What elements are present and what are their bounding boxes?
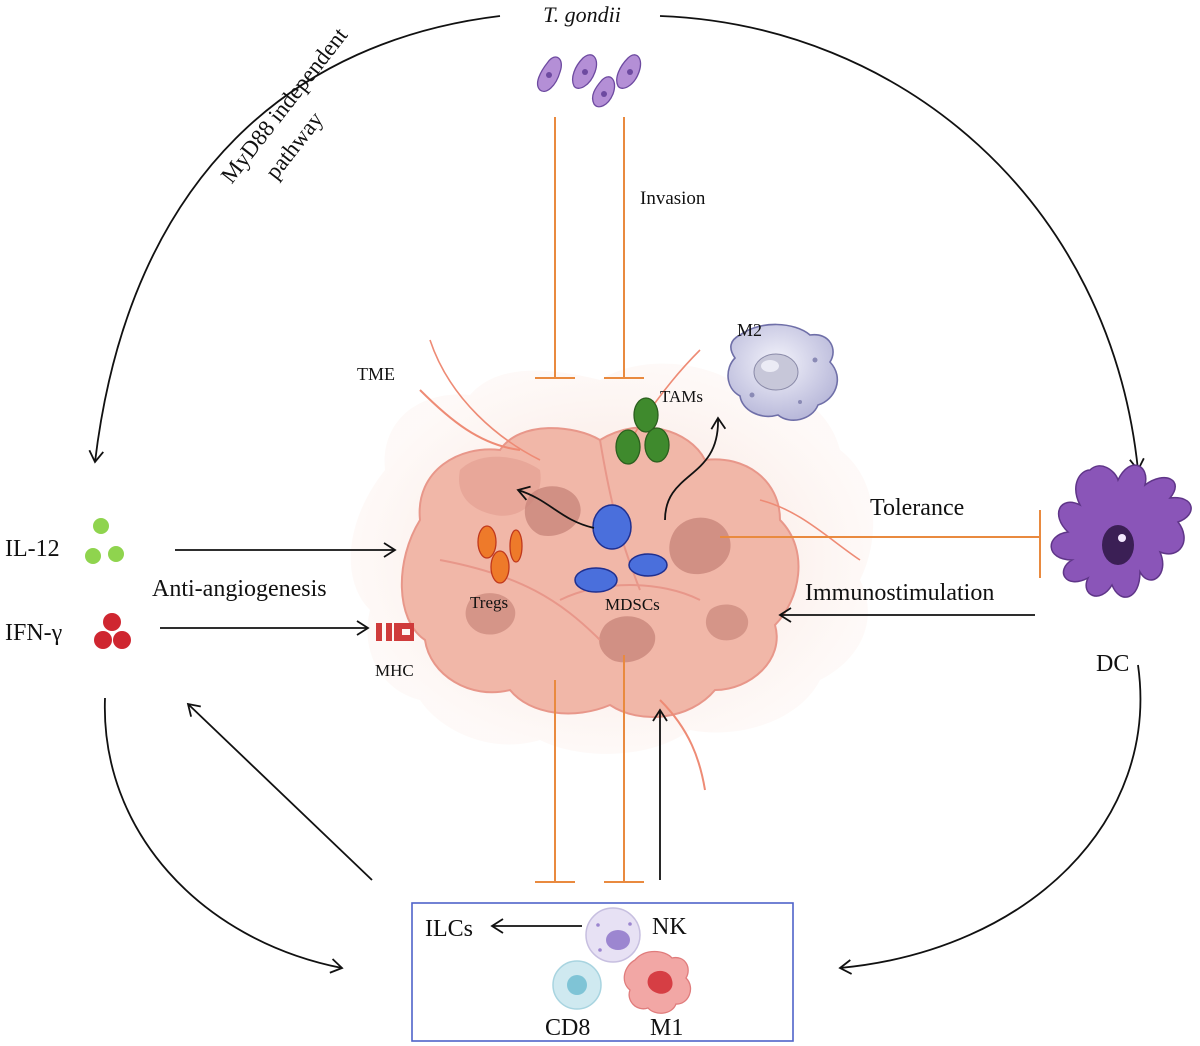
m2-label: M2	[737, 320, 762, 340]
tme-fibers	[419, 339, 861, 791]
ifng-icon	[94, 613, 131, 649]
immune-cells-box	[411, 902, 794, 1042]
tumor-inhibits-immune-1	[535, 680, 575, 883]
cd8-label: CD8	[545, 1015, 590, 1041]
ifng-label: IFN-γ	[5, 620, 63, 646]
tumor-mass	[350, 363, 874, 754]
invasion-inhibition	[535, 117, 644, 379]
immunostimulation-label: Immunostimulation	[805, 580, 994, 606]
tumor-cell-nucleus	[465, 593, 516, 635]
dc-cell	[1050, 464, 1192, 598]
m2-macrophage	[727, 323, 839, 421]
t-gondii-parasites	[536, 54, 642, 108]
tme-label: TME	[357, 364, 395, 384]
il12-icon	[85, 518, 124, 564]
mdsc-to-tregs-arrow	[516, 485, 595, 529]
tams-label: TAMs	[660, 387, 703, 406]
tumor-cell-nucleus	[599, 616, 656, 663]
mdscs-cells	[574, 504, 668, 593]
tumor-cell-membrane	[559, 584, 701, 601]
cytokine-to-immune-arrow	[104, 697, 344, 974]
nk-cell	[585, 907, 641, 963]
tumor-cell-membrane	[439, 559, 601, 641]
tumor-cell-nucleus	[459, 456, 541, 516]
tgondii-to-dc-arrow	[659, 15, 1145, 472]
m1-label: M1	[650, 1015, 683, 1041]
t-gondii-label: T. gondii	[543, 2, 621, 27]
tams-cells	[615, 397, 670, 465]
dc-nucleus	[1102, 525, 1134, 565]
myd88-arrow	[88, 15, 501, 464]
mdsc-to-tams-arrow	[664, 416, 727, 521]
ilcs-label: ILCs	[425, 916, 473, 942]
cd8-cell	[552, 960, 602, 1010]
mdscs-label: MDSCs	[605, 595, 660, 614]
tumor-cell-nucleus	[705, 604, 749, 641]
dc-label: DC	[1096, 651, 1129, 677]
tolerance-label: Tolerance	[870, 495, 964, 521]
mhc-label: MHC	[375, 661, 414, 680]
tregs-cells	[477, 525, 523, 584]
mhc-receptor-icon	[376, 623, 414, 641]
m2-nucleus	[753, 353, 799, 391]
tregs-label: Tregs	[470, 593, 508, 612]
antiangiogenesis-label: Anti-angiogenesis	[152, 576, 327, 602]
nk-label: NK	[652, 914, 687, 940]
tolerance-inhibition	[720, 510, 1041, 578]
il12-label: IL-12	[5, 536, 60, 562]
tumor-cell-nucleus	[669, 517, 731, 575]
dc-to-immune-arrow	[838, 664, 1142, 975]
invasion-label: Invasion	[640, 188, 706, 209]
m1-cell	[623, 950, 692, 1014]
tumor-inhibits-immune-2	[604, 655, 644, 883]
immune-to-cytokine-arrow	[186, 702, 373, 881]
